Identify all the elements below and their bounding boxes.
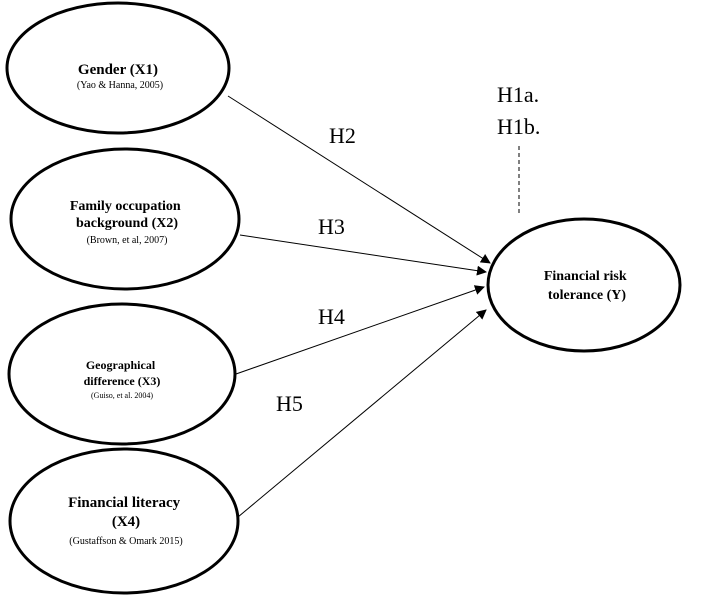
- node-geographical-difference-citation: (Guiso, et al. 2004): [91, 391, 153, 400]
- node-gender-title: Gender (X1): [78, 62, 158, 78]
- node-financial-literacy-title-line-1: Financial literacy: [68, 495, 181, 511]
- node-financial-risk-tolerance-title-line-1: Financial risk: [544, 269, 627, 284]
- node-geographical-difference: Geographical difference (X3) (Guiso, et …: [7, 302, 237, 446]
- node-family-occupation-title-line-1: Family occupation: [70, 199, 181, 214]
- node-financial-literacy-title-line-2: (X4): [112, 514, 140, 530]
- node-geographical-difference-title-line-2: difference (X3): [84, 374, 161, 388]
- hypothesis-h2-label: H2: [329, 123, 356, 148]
- hypothesis-h5-label: H5: [276, 391, 303, 416]
- node-financial-risk-tolerance-title: Financial risk tolerance (Y): [544, 269, 630, 303]
- arrow-h4: [235, 285, 485, 375]
- hypothesis-h4-label: H4: [318, 304, 345, 329]
- node-financial-risk-tolerance: Financial risk tolerance (Y): [486, 217, 682, 353]
- node-geographical-difference-title: Geographical difference (X3): [84, 358, 161, 388]
- arrow-h2: [227, 95, 491, 264]
- node-geographical-difference-shape: [7, 302, 237, 446]
- node-gender: Gender (X1) (Yao & Hanna, 2005): [5, 1, 231, 135]
- node-gender-citation: (Yao & Hanna, 2005): [77, 80, 163, 91]
- node-financial-literacy-shape: [8, 447, 240, 595]
- arrow-h3: [239, 234, 487, 276]
- node-gender-shape: [5, 1, 231, 135]
- hypothesis-h1b-label: H1b.: [497, 114, 540, 139]
- node-financial-literacy-citation: (Gustaffson & Omark 2015): [69, 536, 182, 547]
- arrow-h5: [237, 309, 487, 518]
- node-geographical-difference-title-line-1: Geographical: [86, 358, 156, 372]
- node-family-occupation-title: Family occupation background (X2): [70, 199, 184, 231]
- node-gender-title-line: Gender (X1): [78, 62, 158, 78]
- node-financial-risk-tolerance-title-line-2: tolerance (Y): [548, 288, 626, 303]
- node-family-occupation-shape: [9, 147, 241, 291]
- node-family-occupation-title-line-2: background (X2): [76, 216, 178, 231]
- hypothesis-h1a-label: H1a.: [497, 82, 539, 107]
- node-family-occupation: Family occupation background (X2) (Brown…: [9, 147, 241, 291]
- node-financial-literacy-title: Financial literacy (X4): [68, 495, 184, 530]
- node-financial-risk-tolerance-shape: [486, 217, 682, 353]
- node-family-occupation-citation: (Brown, et al, 2007): [87, 235, 168, 246]
- hypothesis-h3-label: H3: [318, 214, 345, 239]
- node-financial-literacy: Financial literacy (X4) (Gustaffson & Om…: [8, 447, 240, 595]
